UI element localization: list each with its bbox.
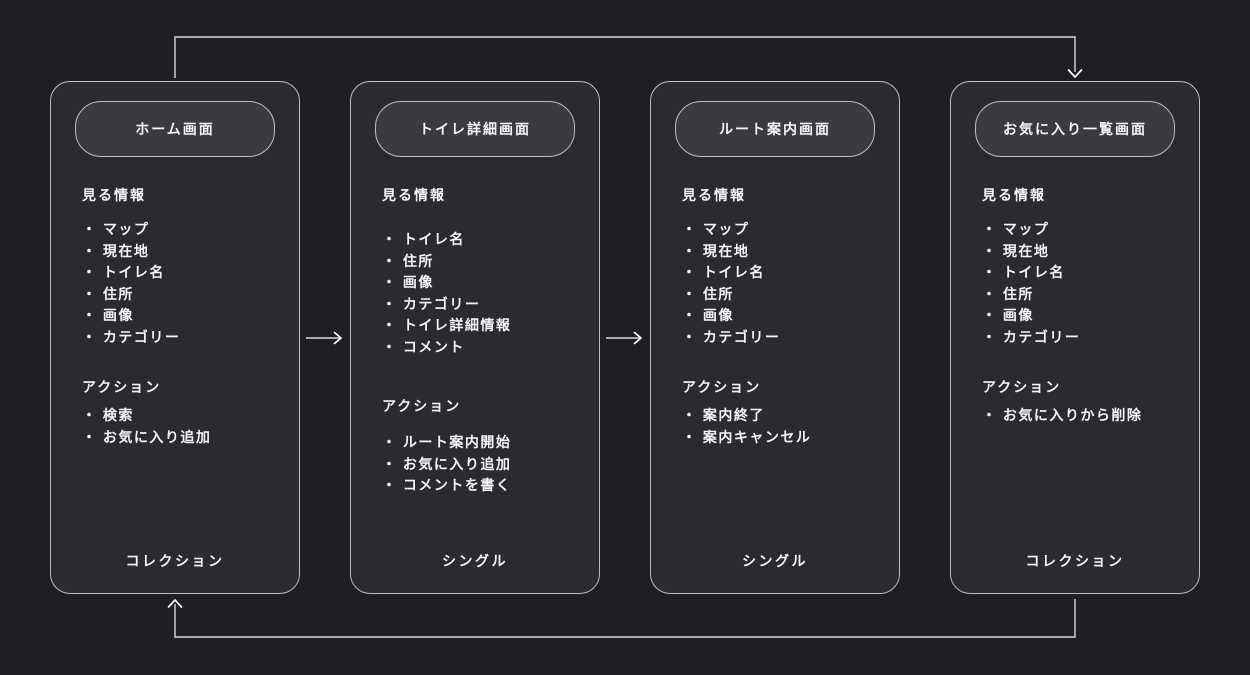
bullet-item: ・ お気に入りから削除 [982, 407, 1143, 423]
action-list: ・ ルート案内開始・ お気に入り追加・ コメントを書く [382, 432, 568, 497]
card-title: ルート案内画面 [719, 121, 831, 137]
flow-line-home-to-favorites [174, 36, 1076, 78]
bullet-item: ・ トイレ名 [982, 264, 1065, 280]
bullet-item: ・ 現在地 [682, 242, 750, 259]
bullet-item: ・ 画像 [682, 307, 734, 323]
arrowhead-up-icon [167, 599, 183, 608]
action-list: ・ 案内終了・ 案内キャンセル [682, 405, 868, 448]
action-list: ・ お気に入りから削除 [982, 405, 1168, 427]
flow-line-favorites-to-home [174, 599, 1076, 638]
screen-card-favorites: お気に入り一覧画面 見る情報 ・ マップ・ 現在地・ トイレ名・ 住所・ 画像・… [950, 81, 1200, 594]
bullet-item: ・ ルート案内開始 [382, 434, 512, 450]
info-list: ・ マップ・ 現在地・ トイレ名・ 住所・ 画像・ カテゴリー [82, 219, 268, 348]
screen-card-toilet-detail: トイレ詳細画面 見る情報 ・ トイレ名・ 住所・ 画像・ カテゴリー・ トイレ詳… [350, 81, 600, 594]
bullet-item: ・ トイレ名 [82, 264, 165, 280]
screen-card-route-guide: ルート案内画面 見る情報 ・ マップ・ 現在地・ トイレ名・ 住所・ 画像・ カ… [650, 81, 900, 594]
info-heading: 見る情報 [382, 187, 446, 203]
bullet-item: ・ 画像 [982, 307, 1034, 323]
card-type-label: シングル [442, 553, 508, 569]
info-list: ・ マップ・ 現在地・ トイレ名・ 住所・ 画像・ カテゴリー [982, 219, 1168, 348]
bullet-item: ・ カテゴリー [982, 328, 1081, 345]
card-type-label: コレクション [1025, 553, 1125, 569]
info-list: ・ トイレ名・ 住所・ 画像・ カテゴリー・ トイレ詳細情報・ コメント [382, 229, 568, 358]
action-heading: アクション [82, 379, 162, 395]
bullet-item: ・ 住所 [382, 252, 434, 269]
action-heading: アクション [382, 398, 462, 414]
action-list: ・ 検索・ お気に入り追加 [82, 405, 268, 448]
bullet-item: ・ お気に入り追加 [82, 428, 212, 445]
bullet-item: ・ カテゴリー [82, 328, 181, 345]
arrowhead-right-icon [633, 331, 642, 345]
screen-card-home: ホーム画面 見る情報 ・ マップ・ 現在地・ トイレ名・ 住所・ 画像・ カテゴ… [50, 81, 300, 594]
info-heading: 見る情報 [982, 187, 1046, 203]
card-type-label: シングル [742, 553, 808, 569]
card-title-pill: トイレ詳細画面 [375, 101, 575, 157]
card-title-pill: お気に入り一覧画面 [975, 101, 1175, 157]
card-title: ホーム画面 [135, 121, 215, 137]
bullet-item: ・ 現在地 [982, 242, 1050, 259]
card-title: お気に入り一覧画面 [1003, 121, 1147, 137]
bullet-item: ・ 検索 [82, 407, 134, 423]
bullet-item: ・ マップ [82, 221, 150, 237]
info-list: ・ マップ・ 現在地・ トイレ名・ 住所・ 画像・ カテゴリー [682, 219, 868, 348]
bullet-item: ・ トイレ名 [682, 264, 765, 280]
action-heading: アクション [982, 379, 1062, 395]
bullet-item: ・ 現在地 [82, 242, 150, 259]
card-title-pill: ルート案内画面 [675, 101, 875, 157]
arrowhead-right-icon [333, 331, 342, 345]
bullet-item: ・ トイレ名 [382, 231, 465, 247]
bullet-item: ・ 案内キャンセル [682, 428, 812, 445]
bullet-item: ・ マップ [682, 221, 750, 237]
info-heading: 見る情報 [682, 187, 746, 203]
bullet-item: ・ 住所 [682, 285, 734, 302]
bullet-item: ・ 画像 [82, 307, 134, 323]
action-heading: アクション [682, 379, 762, 395]
bullet-item: ・ コメント [382, 338, 465, 355]
card-title-pill: ホーム画面 [75, 101, 275, 157]
bullet-item: ・ 住所 [82, 285, 134, 302]
bullet-item: ・ マップ [982, 221, 1050, 237]
card-title: トイレ詳細画面 [419, 121, 531, 137]
card-type-label: コレクション [125, 553, 225, 569]
bullet-item: ・ 案内終了 [682, 407, 765, 423]
bullet-item: ・ トイレ詳細情報 [382, 317, 512, 333]
arrowhead-down-icon [1067, 69, 1083, 78]
bullet-item: ・ カテゴリー [682, 328, 781, 345]
bullet-item: ・ カテゴリー [382, 295, 481, 312]
bullet-item: ・ お気に入り追加 [382, 455, 512, 472]
bullet-item: ・ 画像 [382, 274, 434, 290]
bullet-item: ・ 住所 [982, 285, 1034, 302]
info-heading: 見る情報 [82, 187, 146, 203]
bullet-item: ・ コメントを書く [382, 477, 512, 493]
